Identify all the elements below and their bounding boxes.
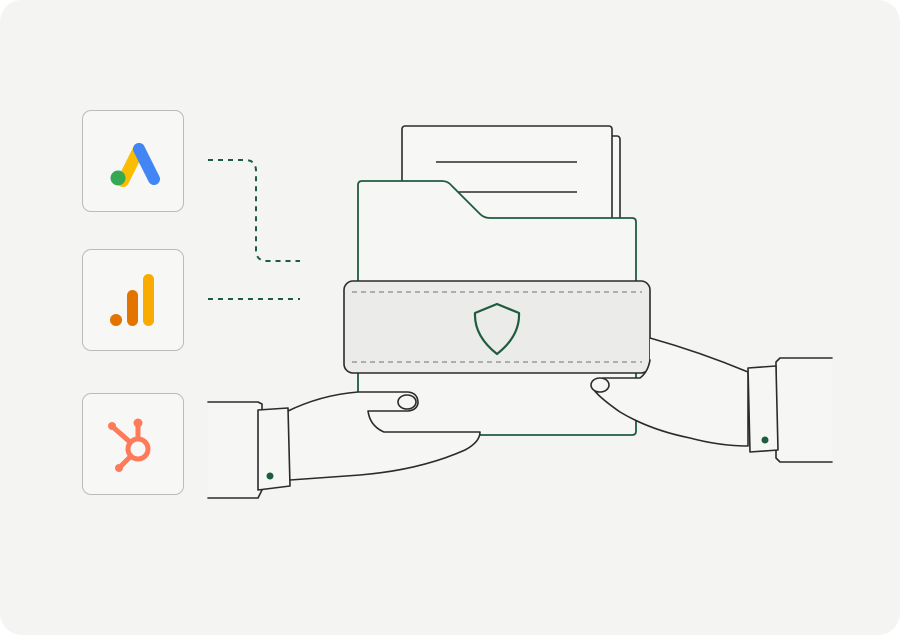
hubspot-tile <box>82 393 184 495</box>
dashed-connector-lines <box>208 159 300 300</box>
google-ads-icon <box>110 143 160 187</box>
shield-icon <box>473 302 521 356</box>
google-ads-tile <box>82 110 184 212</box>
google-analytics-icon <box>110 274 154 326</box>
hubspot-icon <box>108 418 151 472</box>
google-analytics-tile <box>82 249 184 351</box>
right-hand <box>590 337 833 463</box>
left-hand <box>207 391 481 499</box>
security-band <box>343 280 651 374</box>
